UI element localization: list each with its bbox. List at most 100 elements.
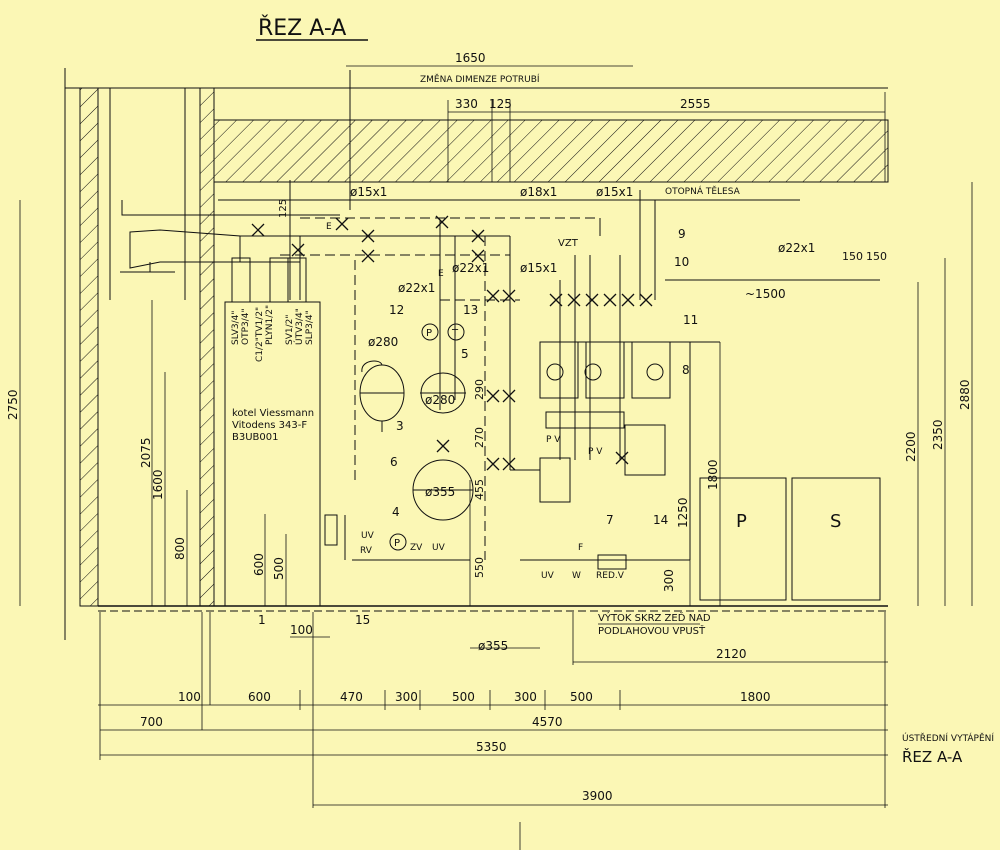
svg-text:11: 11 bbox=[683, 313, 698, 327]
svg-text:7: 7 bbox=[606, 513, 614, 527]
svg-text:4570: 4570 bbox=[532, 715, 563, 729]
pressure-gauge bbox=[421, 323, 439, 341]
svg-text:P V: P V bbox=[546, 435, 561, 445]
svg-text:600: 600 bbox=[248, 690, 271, 704]
svg-text:100: 100 bbox=[178, 690, 201, 704]
svg-text:6: 6 bbox=[390, 455, 398, 469]
boiler-label: kotel Viessmann bbox=[232, 408, 314, 419]
svg-text:500: 500 bbox=[452, 690, 475, 704]
svg-text:OTP3/4": OTP3/4" bbox=[241, 308, 251, 345]
svg-text:2200: 2200 bbox=[904, 431, 918, 462]
svg-text:300: 300 bbox=[395, 690, 418, 704]
svg-text:SLP3/4": SLP3/4" bbox=[305, 310, 315, 345]
svg-text:8: 8 bbox=[682, 363, 690, 377]
svg-text:2880: 2880 bbox=[958, 379, 972, 410]
svg-text:ø15x1: ø15x1 bbox=[520, 261, 557, 275]
valve-marks bbox=[251, 215, 653, 471]
svg-text:ø15x1: ø15x1 bbox=[350, 185, 387, 199]
svg-text:300: 300 bbox=[662, 569, 676, 592]
svg-text:330: 330 bbox=[455, 97, 478, 111]
svg-text:ZV: ZV bbox=[410, 543, 423, 553]
svg-text:W: W bbox=[572, 571, 581, 581]
svg-text:9: 9 bbox=[678, 227, 686, 241]
svg-text:2555: 2555 bbox=[680, 97, 711, 111]
svg-text:455: 455 bbox=[473, 479, 486, 500]
svg-text:470: 470 bbox=[340, 690, 363, 704]
svg-text:1: 1 bbox=[258, 613, 266, 627]
svg-text:PLYN1/2": PLYN1/2" bbox=[265, 305, 275, 345]
svg-text:RV: RV bbox=[360, 546, 373, 556]
svg-text:ÚTV3/4": ÚTV3/4" bbox=[293, 308, 305, 345]
svg-text:1800: 1800 bbox=[740, 690, 771, 704]
stamp-line2: ŘEZ A-A bbox=[902, 747, 963, 766]
manifold bbox=[545, 411, 625, 429]
svg-text:500: 500 bbox=[570, 690, 593, 704]
svg-text:5: 5 bbox=[461, 347, 469, 361]
svg-text:PODLAHOVOU VPUSŤ: PODLAHOVOU VPUSŤ bbox=[598, 624, 706, 637]
svg-text:700: 700 bbox=[140, 715, 163, 729]
svg-text:P V: P V bbox=[588, 447, 603, 457]
svg-text:5350: 5350 bbox=[476, 740, 507, 754]
svg-text:14: 14 bbox=[653, 513, 668, 527]
svg-text:UV: UV bbox=[432, 543, 446, 553]
svg-text:100: 100 bbox=[290, 623, 313, 637]
svg-text:3900: 3900 bbox=[582, 789, 613, 803]
svg-text:3: 3 bbox=[396, 419, 404, 433]
thermometer bbox=[447, 323, 465, 341]
svg-text:1650: 1650 bbox=[455, 51, 486, 65]
svg-text:270: 270 bbox=[473, 427, 486, 448]
svg-text:4: 4 bbox=[392, 505, 400, 519]
svg-text:2075: 2075 bbox=[139, 437, 153, 468]
svg-text:300: 300 bbox=[514, 690, 537, 704]
svg-text:13: 13 bbox=[463, 303, 478, 317]
svg-text:12: 12 bbox=[389, 303, 404, 317]
svg-text:ø22x1: ø22x1 bbox=[778, 241, 815, 255]
svg-text:~1500: ~1500 bbox=[745, 287, 786, 301]
stamp-line1: ÚSTŘEDNÍ VYTÁPĚNÍ bbox=[902, 732, 994, 744]
svg-text:ø280: ø280 bbox=[425, 393, 455, 407]
cabinet-s: S bbox=[830, 511, 841, 532]
svg-text:2120: 2120 bbox=[716, 647, 747, 661]
svg-text:ø22x1: ø22x1 bbox=[452, 261, 489, 275]
cabinet-p: P bbox=[736, 511, 747, 532]
svg-text:VÝTOK SKRZ ZEĎ NAD: VÝTOK SKRZ ZEĎ NAD bbox=[598, 611, 711, 624]
svg-text:2750: 2750 bbox=[6, 389, 20, 420]
svg-text:Vitodens 343-F: Vitodens 343-F bbox=[232, 420, 307, 431]
svg-text:10: 10 bbox=[674, 255, 689, 269]
dimension-labels: 1650 ZMĚNA DIMENZE POTRUBÍ 330 125 2555 … bbox=[6, 51, 994, 803]
svg-text:T: T bbox=[451, 328, 459, 339]
svg-text:150: 150 bbox=[842, 250, 863, 263]
svg-text:1250: 1250 bbox=[676, 497, 690, 528]
svg-text:500: 500 bbox=[272, 557, 286, 580]
svg-text:15: 15 bbox=[355, 613, 370, 627]
svg-text:550: 550 bbox=[473, 557, 486, 578]
svg-text:1600: 1600 bbox=[151, 469, 165, 500]
svg-text:2350: 2350 bbox=[931, 419, 945, 450]
svg-text:B3UB001: B3UB001 bbox=[232, 432, 279, 443]
svg-text:OTOPNÁ TĚLESA: OTOPNÁ TĚLESA bbox=[665, 185, 741, 197]
svg-text:ZMĚNA DIMENZE POTRUBÍ: ZMĚNA DIMENZE POTRUBÍ bbox=[420, 73, 540, 85]
svg-text:UV: UV bbox=[361, 531, 375, 541]
svg-text:150: 150 bbox=[866, 250, 887, 263]
hydraulic-separator bbox=[539, 457, 571, 503]
svg-text:P: P bbox=[394, 538, 400, 549]
svg-text:E: E bbox=[326, 222, 332, 232]
svg-text:ø15x1: ø15x1 bbox=[596, 185, 633, 199]
svg-text:600: 600 bbox=[252, 553, 266, 576]
svg-text:ø355: ø355 bbox=[478, 639, 508, 653]
svg-text:SLV3/4": SLV3/4" bbox=[231, 310, 241, 345]
svg-text:ø280: ø280 bbox=[368, 335, 398, 349]
svg-text:125: 125 bbox=[489, 97, 512, 111]
svg-text:E: E bbox=[438, 269, 444, 279]
svg-text:125: 125 bbox=[278, 199, 289, 218]
left-wall bbox=[64, 68, 215, 640]
svg-text:ø18x1: ø18x1 bbox=[520, 185, 557, 199]
svg-text:F: F bbox=[578, 543, 583, 553]
svg-text:RED.V: RED.V bbox=[596, 571, 625, 581]
svg-text:UV: UV bbox=[541, 571, 555, 581]
ceiling-slab bbox=[65, 87, 889, 183]
drawing-title: ŘEZ A-A bbox=[258, 15, 346, 41]
svg-text:P: P bbox=[426, 328, 432, 339]
svg-text:ø355: ø355 bbox=[425, 485, 455, 499]
